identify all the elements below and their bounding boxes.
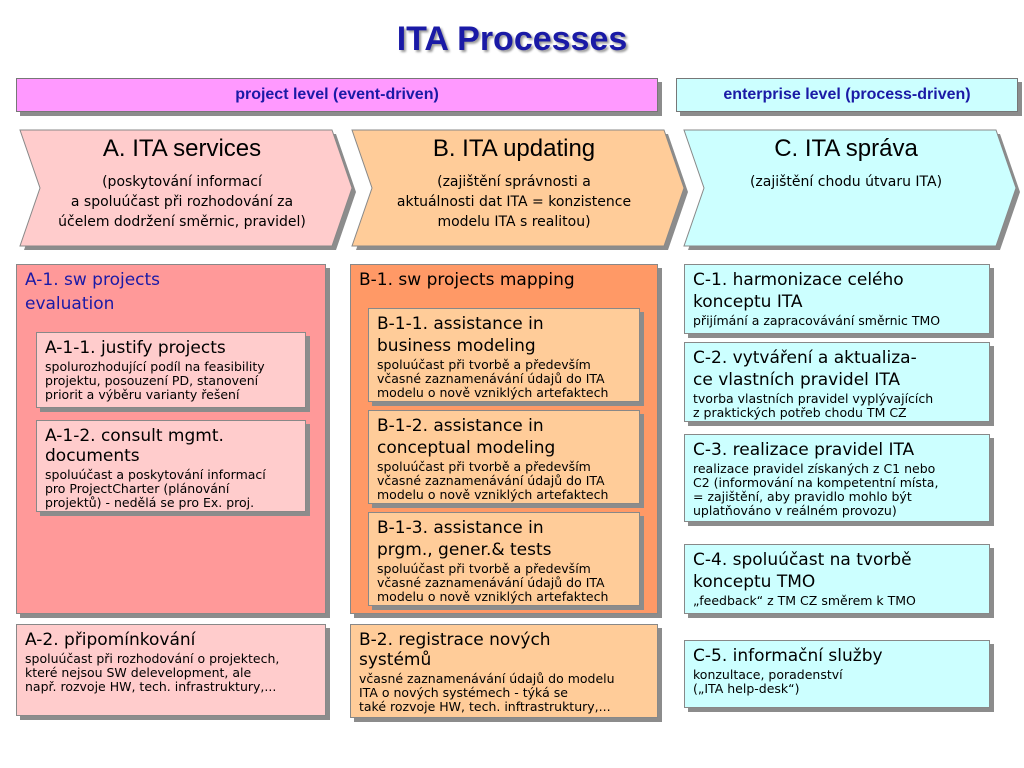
box-c4-title-2: konceptu TMO <box>693 572 816 592</box>
box-c3-desc-1: realizace pravidel získaných z C1 nebo <box>693 461 936 476</box>
box-b12: B-1-2. assistance in conceptual modeling… <box>368 410 640 504</box>
chevron-a-sub-2: a spoluúčast při rozhodování za <box>70 194 294 210</box>
box-b13-desc-3: modelu o nově vzniklých artefaktech <box>377 589 609 604</box>
box-b2-desc-3: také rozvoje HW, tech. inftrastruktury,.… <box>359 699 611 714</box>
box-a12-desc-3: projektů) - nedělá se pro Ex. proj. <box>45 495 255 510</box>
box-a12: A-1-2. consult mgmt. documents spoluúčas… <box>36 420 306 512</box>
box-b11: B-1-1. assistance in business modeling s… <box>368 308 640 402</box>
chevron-b-sub-1: (zajištění správnosti a <box>437 174 591 190</box>
box-c2-title-1: C-2. vytváření a aktualiza- <box>693 348 917 368</box>
box-c4: C-4. spoluúčast na tvorbě konceptu TMO „… <box>684 544 990 614</box>
box-a12-desc-1: spoluúčast a poskytování informací <box>45 467 266 482</box>
box-b11-title-1: B-1-1. assistance in <box>377 314 544 334</box>
box-a2-desc-3: např. rozvoje HW, tech. infrastruktury,.… <box>25 679 277 694</box>
box-c2-title-2: ce vlastních pravidel ITA <box>693 370 901 390</box>
box-b12-desc-2: včasné zaznamenávání údajů do ITA <box>377 473 605 488</box>
box-a12-title-2: documents <box>45 446 140 466</box>
box-a12-title-1: A-1-2. consult mgmt. <box>45 426 224 446</box>
chevron-a-heading: A. ITA services <box>102 135 262 162</box>
box-c1: C-1. harmonizace celého konceptu ITA při… <box>684 264 990 334</box>
box-c5-desc-2: („ITA help-desk“) <box>693 681 800 696</box>
chevron-b-sub-2: aktuálnosti dat ITA = konzistence <box>396 194 632 210</box>
box-a2-title: A-2. připomínkování <box>25 630 196 650</box>
box-b2-desc-1: včasné zaznamenávání údajů do modelu <box>359 671 615 686</box>
chevron-b-sub-3: modelu ITA s realitou) <box>437 214 591 230</box>
box-b13: B-1-3. assistance in prgm., gener.& test… <box>368 512 640 606</box>
box-b12-desc-3: modelu o nově vzniklých artefaktech <box>377 487 609 502</box>
box-b2-title-2: systémů <box>359 650 432 670</box>
box-c5-title-1: C-5. informační služby <box>693 646 883 666</box>
chevron-b-shape <box>351 129 688 250</box>
box-a11: A-1-1. justify projects spolurozhodující… <box>36 332 306 408</box>
chevron-a-sub-1: (poskytování informací <box>102 174 262 190</box>
box-a2: A-2. připomínkování spoluúčast při rozho… <box>16 624 326 716</box>
project-level-label: project level (event-driven) <box>235 86 439 103</box>
box-c2: C-2. vytváření a aktualiza- ce vlastních… <box>684 342 990 422</box>
box-c3: C-3. realizace pravidel ITA realizace pr… <box>684 434 990 522</box>
box-a2-desc-2: které nejsou SW delevelopment, ale <box>25 665 252 680</box>
chevron-c-sub-1: (zajištění chodu útvaru ITA) <box>749 174 943 190</box>
box-b13-title-1: B-1-3. assistance in <box>377 518 544 538</box>
box-c4-desc-1: „feedback“ z TM CZ směrem k TMO <box>693 593 916 608</box>
box-a1-title: A-1. sw projects evaluation <box>25 270 161 314</box>
box-a11-desc-3: priorit a výběru varianty řešení <box>45 387 240 402</box>
box-b13-desc-2: včasné zaznamenávání údajů do ITA <box>377 575 605 590</box>
box-c5-desc-1: konzultace, poradenství <box>693 667 843 682</box>
box-c4-title-1: C-4. spoluúčast na tvorbě <box>693 550 912 570</box>
box-b12-title-2: conceptual modeling <box>377 438 556 458</box>
box-c3-desc-4: uplatňováno v reálném provozu) <box>693 503 897 518</box>
box-b2: B-2. registrace nových systémů včasné za… <box>350 624 658 718</box>
enterprise-level-bar: enterprise level (process-driven) <box>676 78 1018 112</box>
box-b12-desc-1: spoluúčast při tvorbě a především <box>377 459 591 474</box>
box-a11-title: A-1-1. justify projects <box>45 338 226 358</box>
chevron-a: A. ITA services (poskytování informací a… <box>16 128 356 250</box>
box-c5: C-5. informační služby konzultace, porad… <box>684 640 990 708</box>
box-b1-title: B-1. sw projects mapping <box>359 270 575 290</box>
box-a2-desc-1: spoluúčast při rozhodování o projektech, <box>25 651 280 666</box>
chevron-a-shape <box>19 129 356 250</box>
box-a12-desc-2: pro ProjectCharter (plánování <box>45 481 230 496</box>
page-title: ITA Processes <box>396 20 628 58</box>
chevron-c-heading: C. ITA správa <box>774 135 918 162</box>
box-b2-title-1: B-2. registrace nových <box>359 630 551 650</box>
project-level-bar: project level (event-driven) <box>16 78 658 112</box>
chevron-c: C. ITA správa (zajištění chodu útvaru IT… <box>680 128 1020 250</box>
box-c1-desc-1: přijímání a zapracovávání směrnic TMO <box>693 313 941 328</box>
box-c3-title-1: C-3. realizace pravidel ITA <box>693 440 915 460</box>
box-a11-desc-1: spolurozhodující podíl na feasibility <box>45 359 265 374</box>
box-b11-desc-1: spoluúčast při tvorbě a především <box>377 357 591 372</box>
chevron-a-sub-3: účelem dodržení směrnic, pravidel) <box>58 214 306 230</box>
enterprise-level-label: enterprise level (process-driven) <box>723 86 971 103</box>
box-c3-desc-3: = zajištění, aby pravidlo mohlo být <box>693 489 912 504</box>
box-b13-title-2: prgm., gener.& tests <box>377 540 552 560</box>
box-c1-title-1: C-1. harmonizace celého <box>693 270 904 290</box>
box-b11-title-2: business modeling <box>377 336 536 356</box>
chevron-b-heading: B. ITA updating <box>432 135 596 162</box>
box-b11-desc-3: modelu o nově vzniklých artefaktech <box>377 385 609 400</box>
box-c1-title-2: konceptu ITA <box>693 292 803 312</box>
box-c2-desc-2: z praktických potřeb chodu TM CZ <box>693 405 907 420</box>
box-b12-title-1: B-1-2. assistance in <box>377 416 544 436</box>
chevron-c-shape <box>683 129 1020 250</box>
box-c2-desc-1: tvorba vlastních pravidel vyplývajících <box>693 391 934 406</box>
box-b13-desc-1: spoluúčast při tvorbě a především <box>377 561 591 576</box>
chevron-b: B. ITA updating (zajištění správnosti a … <box>348 128 688 250</box>
box-b11-desc-2: včasné zaznamenávání údajů do ITA <box>377 371 605 386</box>
box-b2-desc-2: ITA o nových systémech - týká se <box>359 685 568 700</box>
box-c3-desc-2: C2 (informování na kompetentní místa, <box>693 475 939 490</box>
box-a11-desc-2: projektu, posouzení PD, stanovení <box>45 373 259 388</box>
